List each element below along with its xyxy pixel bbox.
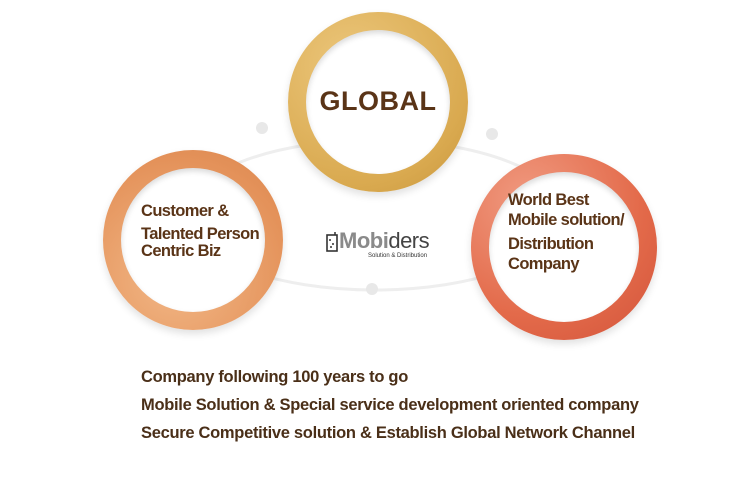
circle-global: GLOBAL bbox=[288, 12, 468, 192]
circle-global-title: GLOBAL bbox=[319, 86, 437, 116]
circle-world-best: World Best Mobile solution/ Distribution… bbox=[471, 154, 657, 340]
text-line: Talented Person bbox=[141, 225, 260, 243]
text-line: Distribution bbox=[508, 235, 594, 253]
logo-text-regular: ders bbox=[388, 228, 430, 253]
description-line: Mobile Solution & Special service develo… bbox=[141, 396, 639, 414]
text-line: Company bbox=[508, 255, 580, 273]
description-line: Secure Competitive solution & Establish … bbox=[141, 424, 635, 442]
orbit-dot bbox=[486, 128, 498, 140]
logo-tagline: Solution & Distribution bbox=[368, 253, 428, 259]
description-line: Company following 100 years to go bbox=[141, 368, 408, 386]
text-line: Mobile solution/ bbox=[508, 211, 625, 229]
logo-text-bold: Mobi bbox=[339, 228, 389, 253]
text-line: Customer & bbox=[141, 202, 229, 220]
text-line: Centric Biz bbox=[141, 242, 221, 260]
phone-icon bbox=[326, 232, 338, 252]
circle-customer: Customer & Talented Person Centric Biz bbox=[103, 150, 283, 330]
orbit-dot bbox=[366, 283, 378, 295]
orbit-dot bbox=[256, 122, 268, 134]
circle-customer-text: Customer & Talented Person Centric Biz bbox=[141, 200, 260, 263]
circle-world-best-text: World Best Mobile solution/ Distribution… bbox=[508, 190, 625, 274]
text-line: World Best bbox=[508, 191, 589, 209]
